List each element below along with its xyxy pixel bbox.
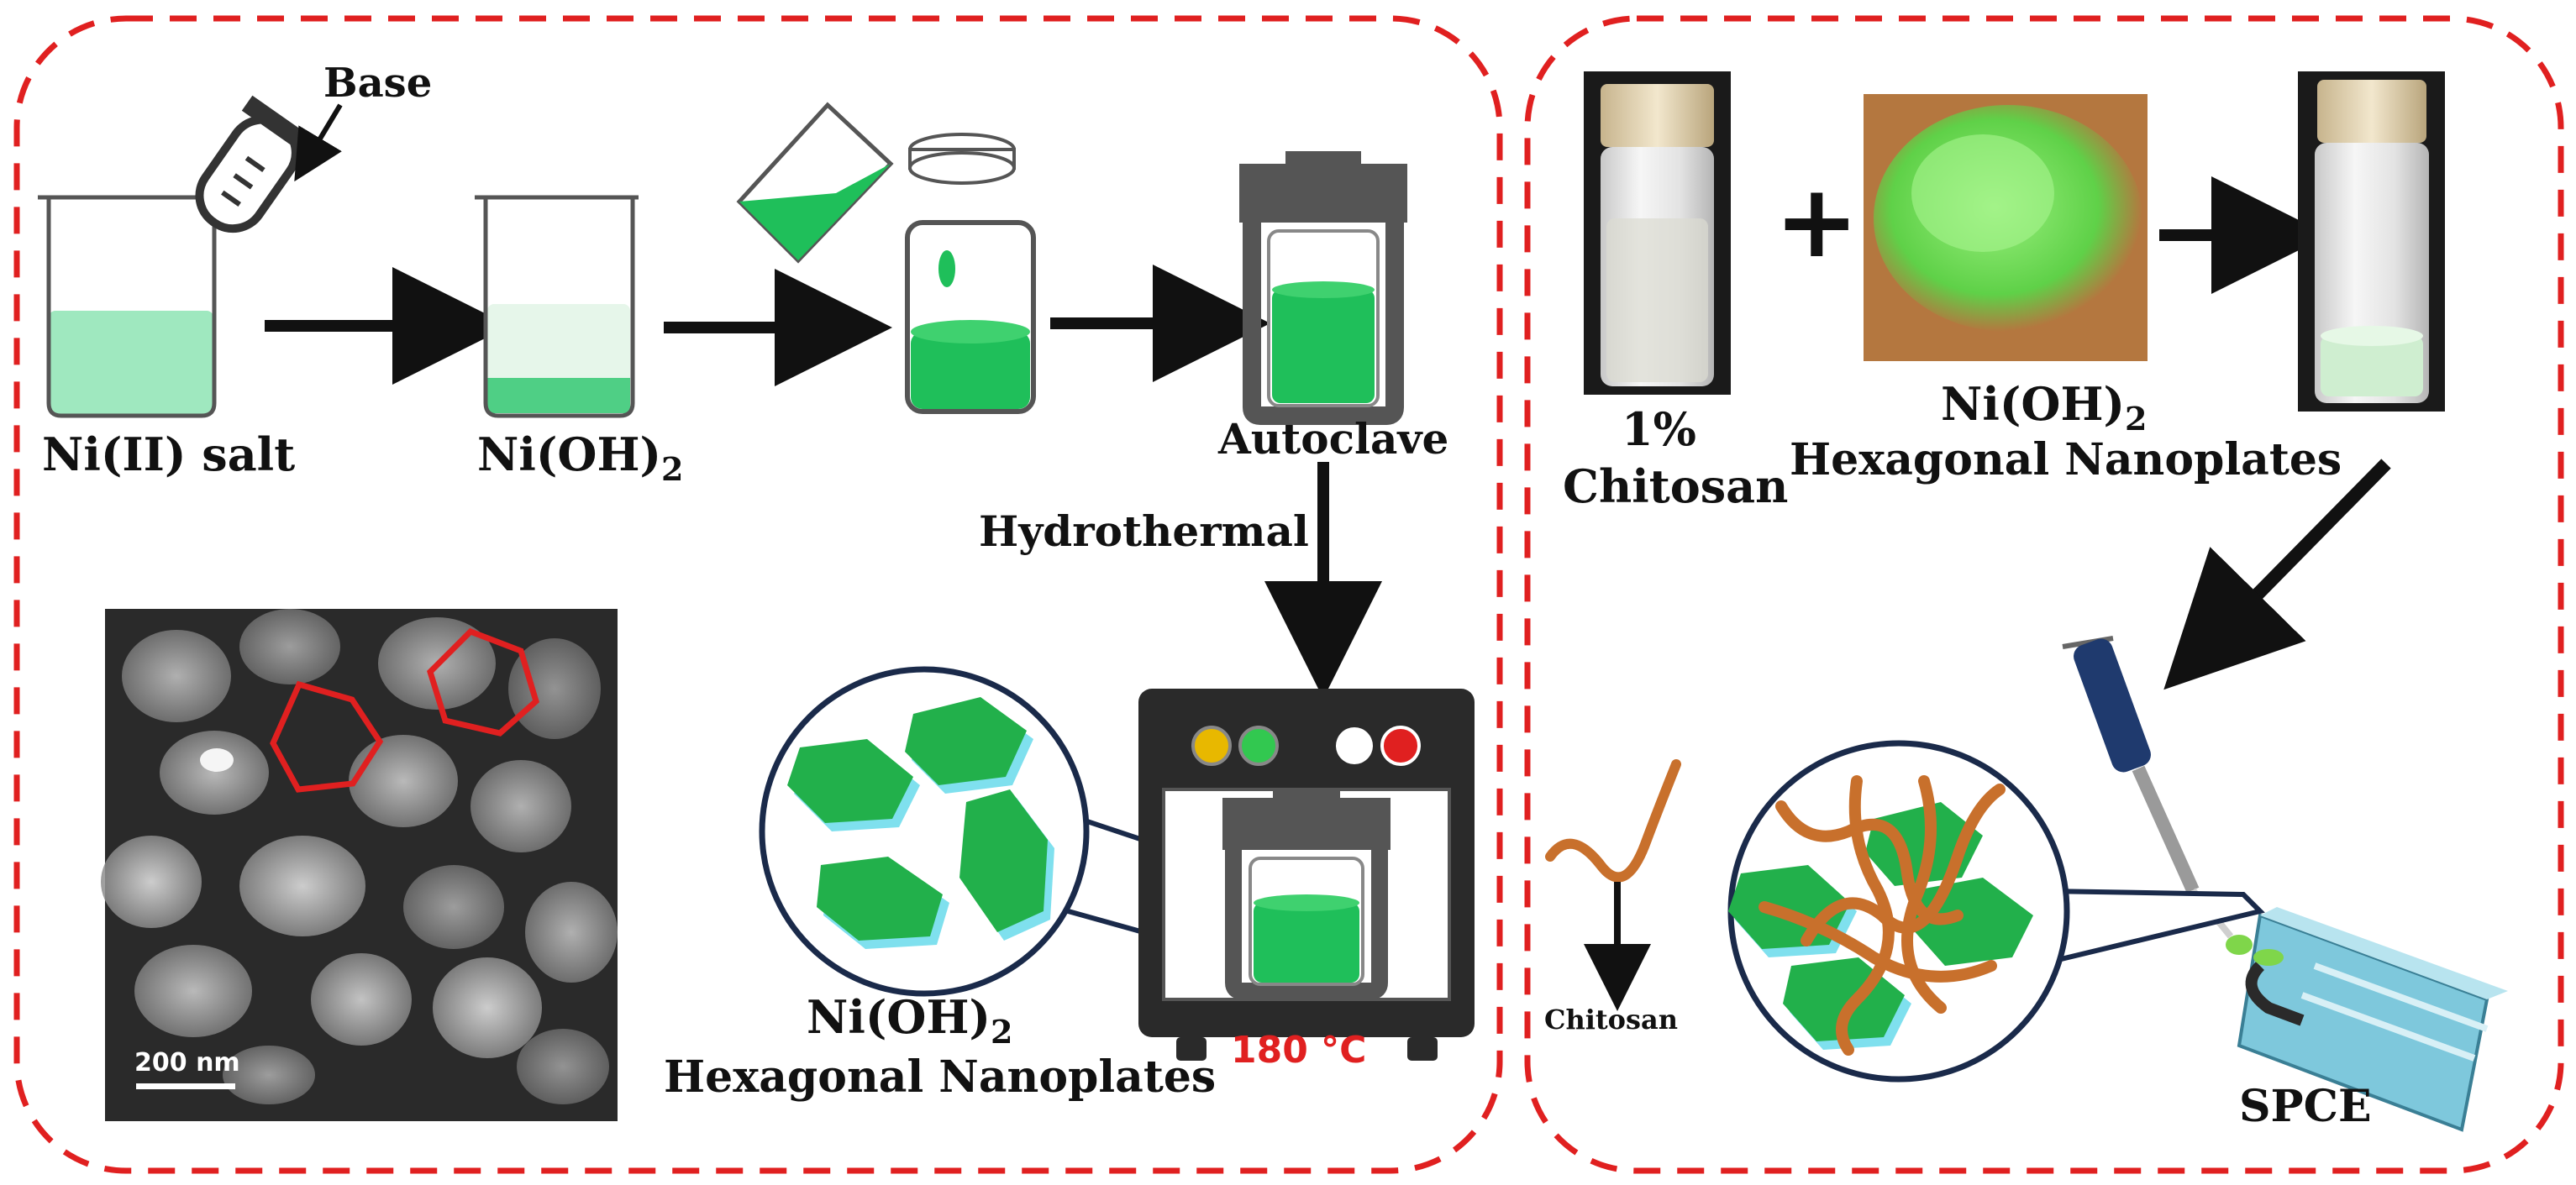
nanoplate-icon [905, 697, 1033, 794]
label-chitosan-small: Chitosan [1544, 1004, 1678, 1036]
beaker-ni-salt-icon [38, 195, 217, 418]
label-nioh2: Ni(OH)2 [477, 427, 684, 488]
mixed-vial-photo [2298, 71, 2445, 412]
nanoplate-icon [787, 739, 920, 831]
chitosan-strand-icon [1545, 759, 1681, 883]
liner-lid-icon [908, 133, 1016, 185]
label-product-formula: Ni(OH)2 [807, 990, 1013, 1051]
label-product-name: Hexagonal Nanoplates [664, 1051, 1216, 1103]
arrow-to-pipette [2163, 459, 2391, 690]
sem-image: 200 nm [101, 609, 618, 1121]
label-chitosan-pct: 1% [1622, 402, 1696, 456]
label-autoclave: Autoclave [1217, 414, 1448, 464]
autoclave-icon [1239, 151, 1407, 425]
label-ni-salt: Ni(II) salt [42, 427, 295, 481]
base-pointer-arrow [294, 103, 343, 182]
label-oven-temp: 180 °C [1231, 1029, 1366, 1072]
nanoplate-icon [817, 857, 949, 949]
left-panel-frame [13, 15, 1503, 1174]
beaker-nioh2-icon [475, 195, 639, 418]
label-powder-formula: Ni(OH)2 [1941, 377, 2148, 438]
scale-bar-label: 200 nm [134, 1048, 240, 1078]
chitosan-vial-photo [1584, 71, 1731, 395]
pouring-beaker-icon [736, 102, 894, 264]
test-tube-icon [195, 95, 320, 233]
teflon-liner-icon [905, 220, 1036, 414]
oven-icon [1138, 689, 1475, 1061]
nanoplate-icon [959, 789, 1054, 941]
label-base: Base [323, 60, 432, 107]
sem-hexagon-highlight [270, 680, 384, 793]
right-panel-frame [1524, 15, 2564, 1174]
label-chitosan: Chitosan [1563, 459, 1788, 513]
spce-electrode-icon [2237, 907, 2508, 1132]
sem-hexagon-highlight [427, 627, 539, 737]
label-plus: + [1774, 164, 1859, 281]
nanoplates-magnified-view [759, 666, 1298, 997]
label-hydrothermal: Hydrothermal [979, 506, 1309, 556]
label-powder-name: Hexagonal Nanoplates [1790, 434, 2342, 485]
nioh2-powder-photo [1864, 94, 2148, 361]
composite-magnified-view [1727, 740, 2265, 1083]
label-spce: SPCE [2239, 1081, 2372, 1132]
